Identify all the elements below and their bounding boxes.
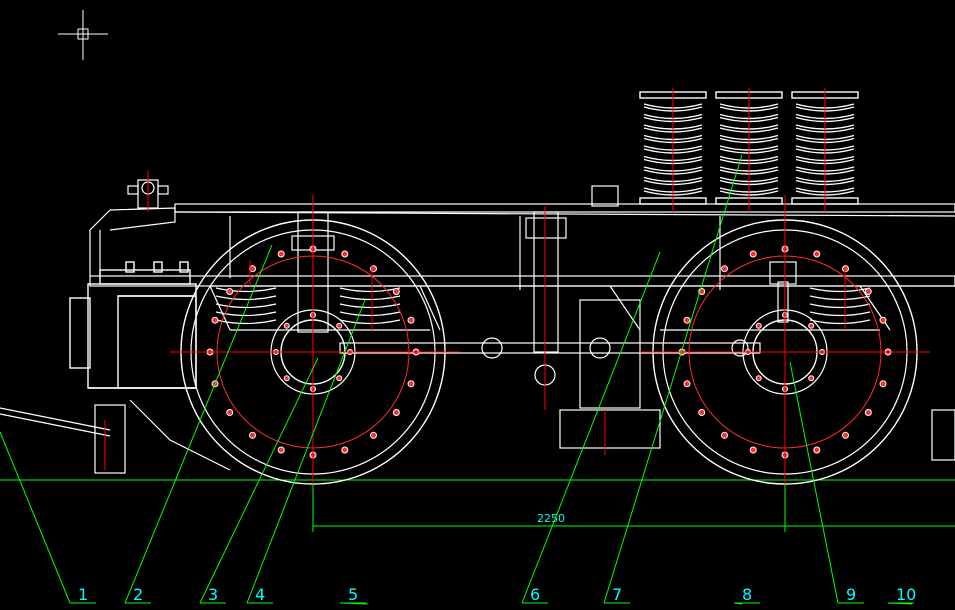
bolt-hole [277,446,285,454]
bolt-hole [249,431,256,439]
bolt-hole [813,250,821,258]
right-end-components [769,261,955,461]
bolt-hole [211,316,219,324]
hub-bolt [808,375,815,382]
part-label-1: 1 [78,585,88,604]
traction-rod [339,337,761,386]
part-labels: 1 2 3 4 5 6 7 8 9 10 [78,585,916,604]
leader-lines [0,154,914,605]
spring-coil [809,287,871,293]
bolt-hole [749,446,757,454]
spring-coil [215,303,277,309]
hub-bolt [336,375,343,382]
bolt-hole [683,316,691,324]
bolt-hole [341,446,349,454]
part-label-8: 8 [742,585,752,604]
leader-line [246,299,366,604]
bolt-hole [370,431,377,439]
bolt-hole [879,380,887,388]
part-label-9: 9 [846,585,856,604]
bolt-hole [864,288,872,295]
part-label-10: 10 [896,585,916,604]
spring-coil [339,287,401,293]
bolt-hole [226,288,234,295]
part-label-7: 7 [612,585,622,604]
bolt-hole [721,265,728,273]
hub-bolt [755,322,762,329]
part-label-5: 5 [348,585,358,604]
leader-line [521,251,661,604]
leader-line [199,357,319,604]
bolt-hole [370,265,377,273]
spring-coil [809,303,871,309]
spring-coil [809,319,871,325]
spring-coil [215,295,277,301]
crosshair-cursor-icon [58,10,108,60]
bolt-hole [864,409,872,416]
dimension-wheelbase [312,484,955,532]
part-label-2: 2 [133,585,143,604]
bolt-hole [683,380,691,388]
bolt-hole [392,288,400,295]
spring-coil [215,319,277,325]
hub-bolt [283,322,290,329]
bolt-hole [842,431,849,439]
bolt-hole [698,409,706,416]
bolt-hole [392,409,400,416]
leader-line [124,244,273,604]
hub-bolt [336,322,343,329]
lower-linkage [0,299,661,474]
hub-bolt [755,375,762,382]
part-label-4: 4 [255,585,265,604]
motor-housing [69,261,197,389]
spring-coil [215,311,277,317]
hub-bolt [283,375,290,382]
spring-coil [809,311,871,317]
spring-coil [809,295,871,301]
bolt-hole [277,250,285,258]
spring-coil [215,287,277,293]
bolt-hole [721,431,728,439]
spring-coil [339,311,401,317]
bolt-hole [813,446,821,454]
primary-coil-springs [215,287,871,325]
leader-line [603,154,743,604]
bolt-hole [407,316,415,324]
leader-line [789,361,839,604]
upper-frame [109,203,955,290]
spring-coil [339,295,401,301]
bolt-hole [749,250,757,258]
bolt-hole [879,316,887,324]
dimension-label: 2250 [537,512,565,525]
leader-line [0,431,71,604]
centerlines [104,88,930,530]
bolt-hole [226,409,234,416]
part-label-3: 3 [208,585,218,604]
spring-coil [339,303,401,309]
spring-coil [339,319,401,325]
bogie-side-frame [89,209,955,331]
bolt-hole [407,380,415,388]
hub-bolt [808,322,815,329]
part-label-6: 6 [530,585,540,604]
bolt-hole [341,250,349,258]
